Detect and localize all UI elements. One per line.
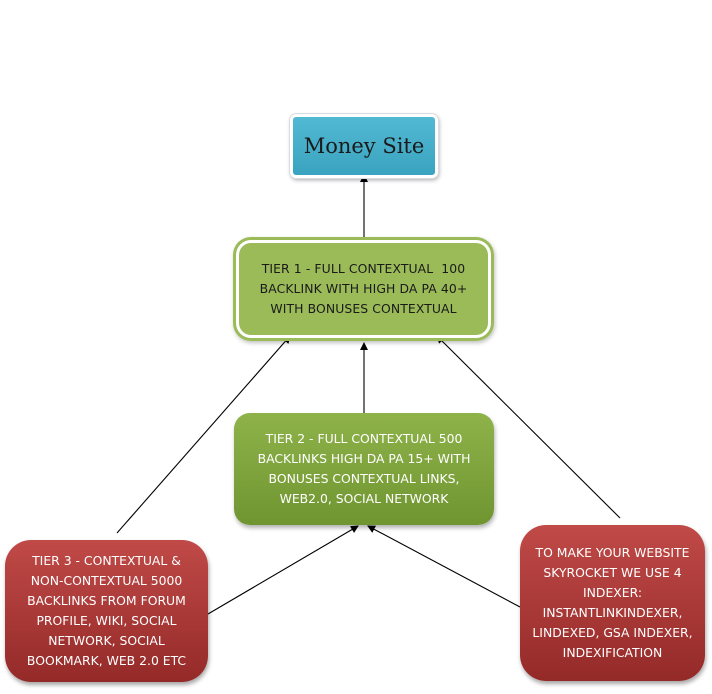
tier3-line-5: NETWORK, SOCIAL: [48, 633, 165, 648]
indexer-line-2: SKYROCKET WE USE 4: [543, 565, 682, 580]
arrow-tier3-to-tier2: [207, 525, 359, 615]
tier3-line-2: NON-CONTEXTUAL 5000: [30, 573, 183, 588]
indexer-line-5: LINDEXED, GSA INDEXER,: [532, 625, 693, 640]
money-site-node: Money Site: [289, 113, 439, 179]
indexer-node: TO MAKE YOUR WEBSITE SKYROCKET WE USE 4 …: [520, 525, 705, 681]
tier3-line-3: BACKLINKS FROM FORUM: [27, 593, 186, 608]
tier2-node: TIER 2 - FULL CONTEXTUAL 500 BACKLINKS H…: [234, 413, 494, 525]
tier3-line-6: BOOKMARK, WEB 2.0 ETC: [26, 653, 187, 668]
tier3-line-1: TIER 3 - CONTEXTUAL &: [32, 553, 181, 568]
tier2-line-3: BONUSES CONTEXTUAL LINKS,: [268, 471, 460, 486]
money-site-label: Money Site: [303, 134, 425, 158]
tier3-line-4: PROFILE, WIKI, SOCIAL: [36, 613, 177, 628]
tier1-node: TIER 1 - FULL CONTEXTUAL 100 BACKLINK WI…: [233, 237, 494, 341]
arrow-tier3-to-tier1: [116, 335, 291, 534]
arrow-indexer-to-tier1: [436, 335, 621, 519]
indexer-line-6: INDEXIFICATION: [562, 645, 663, 660]
tier1-line-1: TIER 1 - FULL CONTEXTUAL 100: [261, 261, 466, 276]
indexer-line-4: INSTANTLINKINDEXER,: [542, 605, 683, 620]
tier2-line-2: BACKLINKS HIGH DA PA 15+ WITH: [257, 451, 471, 466]
indexer-line-3: INDEXER:: [582, 585, 642, 600]
tier2-line-1: TIER 2 - FULL CONTEXTUAL 500: [265, 431, 463, 446]
tier3-node: TIER 3 - CONTEXTUAL & NON-CONTEXTUAL 500…: [5, 540, 208, 682]
arrow-indexer-to-tier2: [367, 525, 521, 608]
tier1-line-2: BACKLINK WITH HIGH DA PA 40+: [259, 281, 468, 296]
tier1-line-3: WITH BONUSES CONTEXTUAL: [270, 301, 457, 316]
indexer-line-1: TO MAKE YOUR WEBSITE: [535, 545, 690, 560]
tier2-line-4: WEB2.0, SOCIAL NETWORK: [279, 491, 449, 506]
